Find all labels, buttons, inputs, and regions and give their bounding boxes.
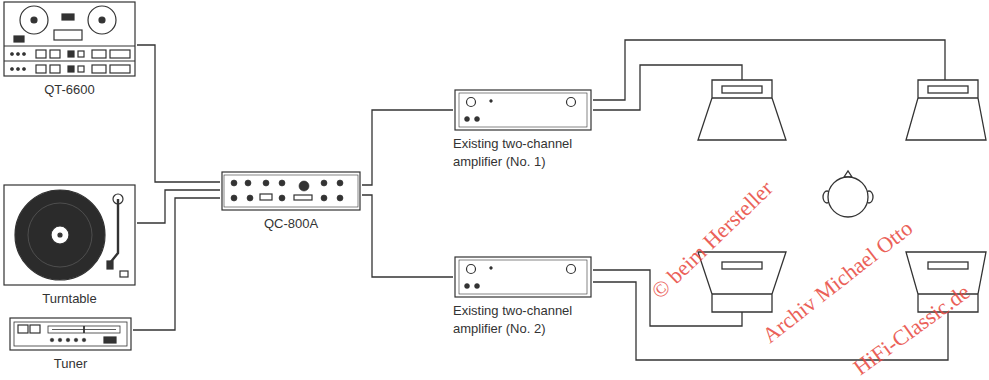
turntable-drawing (2, 183, 137, 287)
quad-controller-drawing (220, 170, 362, 212)
signal-cable (362, 110, 453, 185)
amplifier-drawing (453, 255, 593, 299)
tape-deck-drawing (2, 0, 137, 78)
speaker-wire (593, 282, 948, 360)
speaker-wires (593, 40, 948, 360)
speaker-symbol (906, 252, 986, 312)
speakers (698, 80, 986, 312)
watermark: Archiv Michael Otto (758, 215, 918, 348)
watermark: © beim Hersteller (646, 176, 778, 305)
device-caption: QT-6600 (2, 78, 137, 99)
tuner: Tuner (8, 316, 133, 373)
amplifier: Existing two-channel amplifier (No. 2) (453, 255, 593, 337)
speaker-symbol (906, 80, 986, 140)
device-caption: Existing two-channel amplifier (No. 2) (453, 299, 593, 337)
quad-controller: QC-800A (220, 170, 362, 233)
listener-head (823, 171, 873, 217)
device-caption: QC-800A (220, 212, 362, 233)
signal-cable (362, 195, 453, 277)
speaker-symbol (698, 252, 786, 312)
device-caption: Existing two-channel amplifier (No. 1) (453, 132, 593, 170)
turntable: Turntable (2, 183, 137, 308)
amplifier: Existing two-channel amplifier (No. 1) (453, 88, 593, 170)
speaker-symbol (698, 80, 786, 140)
signal-cable (133, 198, 220, 330)
amplifier-drawing (453, 88, 593, 132)
signal-cable (137, 45, 220, 182)
device-caption: Turntable (2, 287, 137, 308)
tuner-drawing (8, 316, 133, 352)
watermark: HiFi-Classic.de (849, 279, 976, 380)
signal-cable (137, 190, 220, 223)
device-caption: Tuner (8, 352, 133, 373)
tape-deck: QT-6600 (2, 0, 137, 99)
